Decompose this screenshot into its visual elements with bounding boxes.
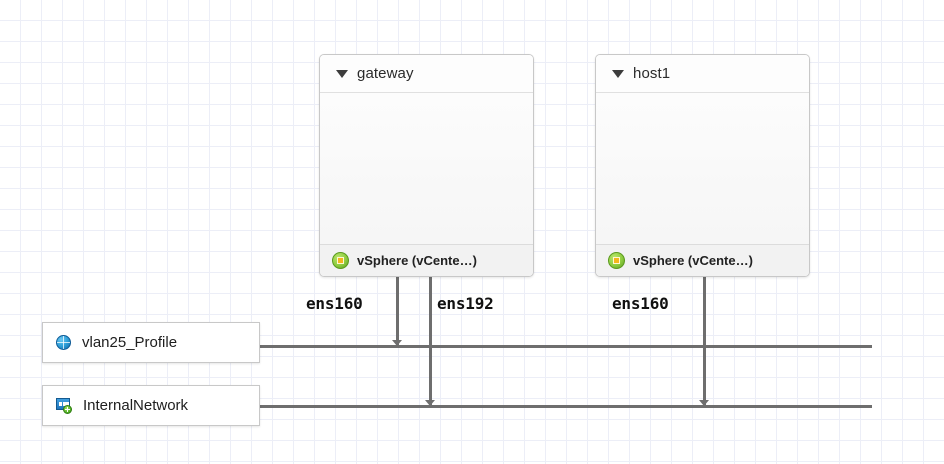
network-vlan25-label: vlan25_Profile: [82, 334, 178, 351]
node-host1-body: [596, 93, 809, 244]
node-host1[interactable]: host1 vSphere (vCente…): [595, 54, 810, 277]
triangle-down-icon[interactable]: [612, 69, 624, 78]
vsphere-icon: [332, 252, 349, 269]
link-host1-ens160[interactable]: [703, 276, 706, 406]
node-gateway-header[interactable]: gateway: [320, 55, 533, 93]
node-host1-header[interactable]: host1: [596, 55, 809, 93]
plus-badge-icon: [63, 404, 72, 414]
interface-label-gateway-ens160: ens160: [306, 294, 363, 313]
network-vlan25[interactable]: vlan25_Profile: [42, 322, 260, 363]
link-arrow-gateway-ens160: [392, 340, 402, 346]
network-card-add-icon: [56, 397, 72, 414]
interface-label-gateway-ens192: ens192: [437, 294, 494, 313]
link-gateway-ens192[interactable]: [429, 276, 432, 406]
interface-label-host1-ens160: ens160: [612, 294, 669, 313]
network-internal[interactable]: InternalNetwork: [42, 385, 260, 426]
link-bus-internal[interactable]: [260, 405, 872, 408]
node-gateway-title: gateway: [357, 65, 414, 82]
globe-icon: [56, 335, 71, 350]
node-host1-title: host1: [633, 65, 671, 82]
link-bus-vlan25[interactable]: [260, 345, 872, 348]
node-host1-footer[interactable]: vSphere (vCente…): [596, 244, 809, 276]
node-host1-provider-label: vSphere (vCente…): [633, 253, 753, 268]
link-arrow-host1-ens160: [699, 400, 709, 406]
network-internal-label: InternalNetwork: [83, 397, 189, 414]
link-gateway-ens160[interactable]: [396, 276, 399, 346]
node-gateway-footer[interactable]: vSphere (vCente…): [320, 244, 533, 276]
node-gateway[interactable]: gateway vSphere (vCente…): [319, 54, 534, 277]
node-gateway-body: [320, 93, 533, 244]
vsphere-icon: [608, 252, 625, 269]
link-arrow-gateway-ens192: [425, 400, 435, 406]
triangle-down-icon[interactable]: [336, 69, 348, 78]
node-gateway-provider-label: vSphere (vCente…): [357, 253, 477, 268]
